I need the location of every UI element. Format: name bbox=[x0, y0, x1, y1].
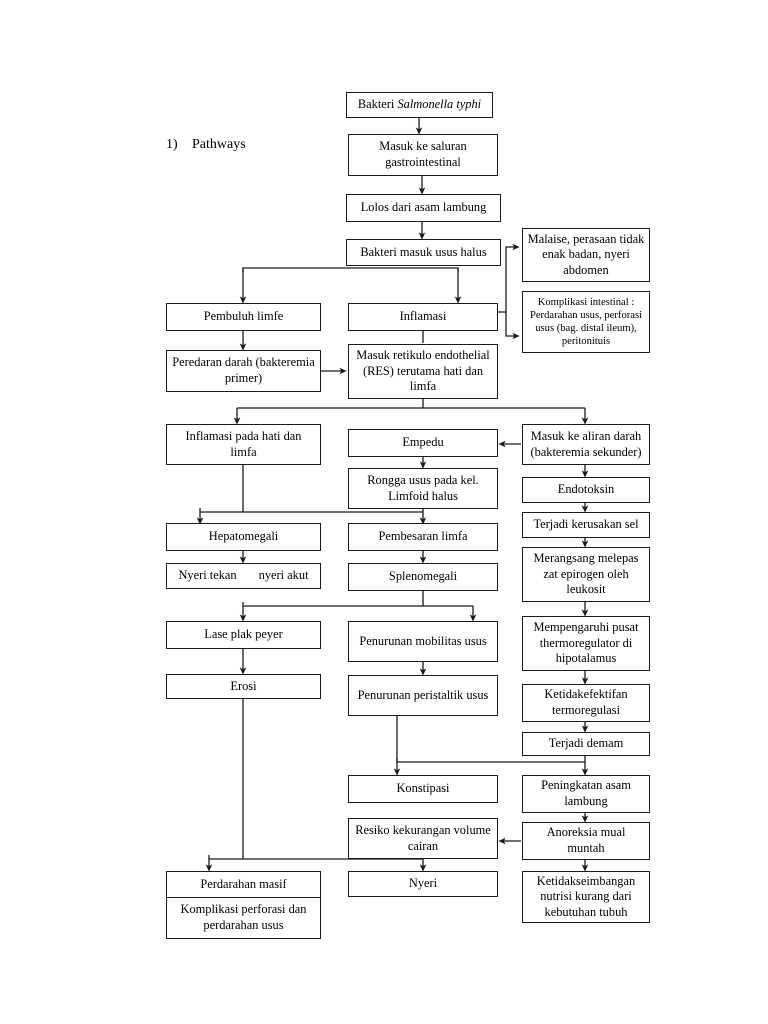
node-anoreksia-mual-muntah[interactable]: Anoreksia mual muntah bbox=[522, 822, 650, 860]
node-inflamasi-pada-hati-dan-limfa[interactable]: Inflamasi pada hati dan limfa bbox=[166, 424, 321, 465]
node-lase-plak-peyer[interactable]: Lase plak peyer bbox=[166, 621, 321, 649]
heading-number: 1) bbox=[166, 137, 178, 152]
node-bakteri-masuk-usus-halus[interactable]: Bakteri masuk usus halus bbox=[346, 239, 501, 266]
node-label: Bakteri Salmonella typhi bbox=[357, 97, 482, 112]
node-penurunan-peristaltik-usus[interactable]: Penurunan peristaltik usus bbox=[348, 675, 498, 716]
node-nyeri[interactable]: Nyeri bbox=[348, 871, 498, 897]
node-perdarahan-masif[interactable]: Perdarahan masif bbox=[166, 871, 321, 897]
node-konstipasi[interactable]: Konstipasi bbox=[348, 775, 498, 803]
node-empedu[interactable]: Empedu bbox=[348, 429, 498, 457]
node-erosi[interactable]: Erosi bbox=[166, 674, 321, 699]
page-title: 1) Pathways bbox=[166, 137, 246, 153]
node-komplikasi-intestinal[interactable]: Komplikasi intestinal : Perdarahan usus,… bbox=[522, 291, 650, 353]
node-peredaran-darah-bakteremia-primer[interactable]: Peredaran darah (bakteremia primer) bbox=[166, 350, 321, 392]
node-resiko-kekurangan-volume-cairan[interactable]: Resiko kekurangan volume cairan bbox=[348, 818, 498, 859]
node-endotoksin[interactable]: Endotoksin bbox=[522, 477, 650, 503]
node-masuk-retikulo-endothelial[interactable]: Masuk retikulo endothelial (RES) terutam… bbox=[348, 344, 498, 399]
node-peningkatan-asam-lambung[interactable]: Peningkatan asam lambung bbox=[522, 775, 650, 813]
node-rongga-usus-pada-kel-limfoid-halus[interactable]: Rongga usus pada kel. Limfoid halus bbox=[348, 468, 498, 509]
node-komplikasi-perforasi-dan-perdarahan-usus[interactable]: Komplikasi perforasi dan perdarahan usus bbox=[166, 897, 321, 939]
node-penurunan-mobilitas-usus[interactable]: Penurunan mobilitas usus bbox=[348, 621, 498, 662]
node-ketidakseimbangan-nutrisi[interactable]: Ketidakseimbangan nutrisi kurang dari ke… bbox=[522, 871, 650, 923]
node-terjadi-kerusakan-sel[interactable]: Terjadi kerusakan sel bbox=[522, 512, 650, 538]
node-hepatomegali[interactable]: Hepatomegali bbox=[166, 523, 321, 551]
node-malaise-perasaan-tidak-enak-badan[interactable]: Malaise, perasaan tidak enak badan, nyer… bbox=[522, 228, 650, 282]
node-pembesaran-limfa[interactable]: Pembesaran limfa bbox=[348, 523, 498, 551]
node-splenomegali[interactable]: Splenomegali bbox=[348, 563, 498, 591]
node-merangsang-melepas-zat-epirogen[interactable]: Merangsang melepas zat epirogen oleh leu… bbox=[522, 547, 650, 602]
node-masuk-ke-saluran-gastrointestinal[interactable]: Masuk ke saluran gastrointestinal bbox=[348, 134, 498, 176]
node-pembuluh-limfe[interactable]: Pembuluh limfe bbox=[166, 303, 321, 331]
node-bakteri-salmonella-typhi[interactable]: Bakteri Salmonella typhi bbox=[346, 92, 493, 118]
node-masuk-ke-aliran-darah-bakteremia-sekunder[interactable]: Masuk ke aliran darah (bakteremia sekund… bbox=[522, 424, 650, 465]
node-mempengaruhi-pusat-thermoregulator[interactable]: Mempengaruhi pusat thermoregulator di hi… bbox=[522, 616, 650, 671]
node-lolos-dari-asam-lambung[interactable]: Lolos dari asam lambung bbox=[346, 194, 501, 222]
node-terjadi-demam[interactable]: Terjadi demam bbox=[522, 732, 650, 756]
heading-label: Pathways bbox=[192, 137, 246, 152]
node-inflamasi[interactable]: Inflamasi bbox=[348, 303, 498, 331]
node-ketidakefektifan-termoregulasi[interactable]: Ketidakefektifan termoregulasi bbox=[522, 684, 650, 722]
